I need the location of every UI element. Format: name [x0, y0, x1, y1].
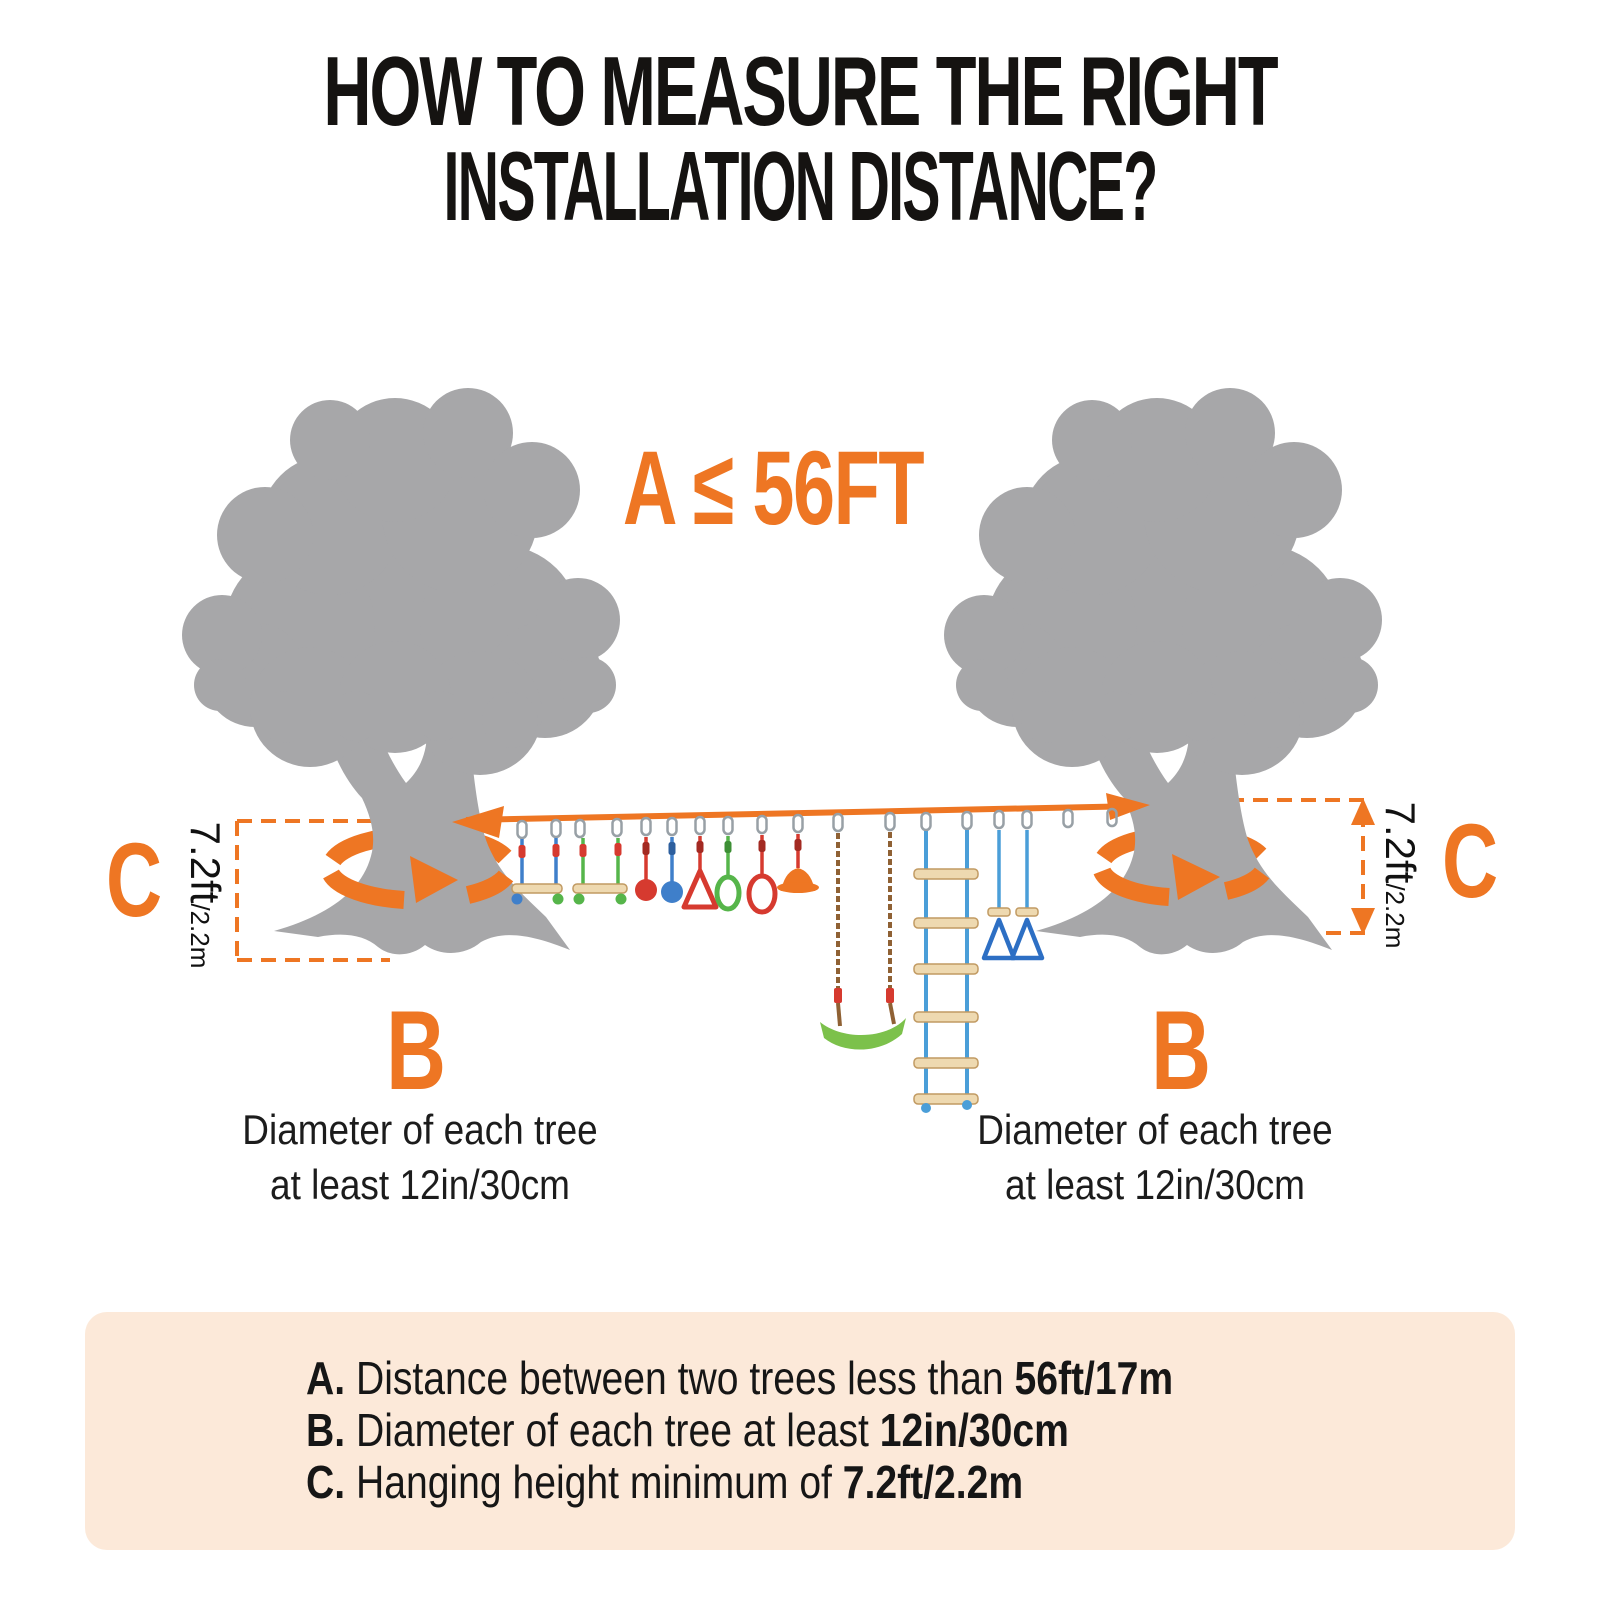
- caption-right: Diameter of each tree at least 12in/30cm: [977, 1106, 1333, 1208]
- rotation-arrow-left-front: [323, 856, 514, 909]
- legend-item-b: B. Diameter of each tree at least 12in/3…: [306, 1404, 1069, 1456]
- caption-left: Diameter of each tree at least 12in/30cm: [242, 1106, 598, 1208]
- obstacle-disc-swing: [777, 834, 819, 893]
- obstacle-gym-rings: [981, 830, 1045, 961]
- label-c-left: C: [105, 822, 163, 939]
- obstacle-swing: [820, 832, 906, 1050]
- title-line2: INSTALLATION DISTANCE?: [443, 131, 1159, 241]
- obstacle-trapeze-green: [572, 838, 628, 905]
- legend-item-c: C. Hanging height minimum of 7.2ft/2.2m: [306, 1456, 1024, 1508]
- height-label-left: 7.2ft/2.2m: [182, 821, 229, 969]
- rotation-arrow-right-front: [1093, 854, 1270, 906]
- obstacle-delta-red: [681, 836, 719, 910]
- label-b-left: B: [386, 988, 446, 1113]
- obstacle-trapeze-blue: [511, 838, 564, 905]
- distance-label: A ≤ 56FT: [622, 430, 925, 547]
- obstacle-knot-red: [635, 837, 657, 901]
- legend-item-a: A. Distance between two trees less than …: [306, 1352, 1174, 1404]
- obstacle-ring-green: [714, 836, 742, 912]
- label-c-right: C: [1441, 803, 1499, 920]
- obstacle-ring-red: [746, 835, 778, 915]
- height-measure-left: [235, 819, 400, 962]
- legend-panel: [85, 1312, 1515, 1550]
- legend: A. Distance between two trees less than …: [306, 1352, 1326, 1508]
- page-title: HOW TO MEASURE THE RIGHT INSTALLATION DI…: [0, 36, 1600, 241]
- obstacle-knot-blue: [661, 837, 683, 903]
- height-label-right: 7.2ft/2.2m: [1377, 801, 1424, 949]
- obstacle-course: [511, 807, 1118, 1113]
- title-line1: HOW TO MEASURE THE RIGHT: [323, 36, 1278, 146]
- label-b-right: B: [1151, 988, 1211, 1113]
- obstacle-rope-ladder: [913, 830, 979, 1113]
